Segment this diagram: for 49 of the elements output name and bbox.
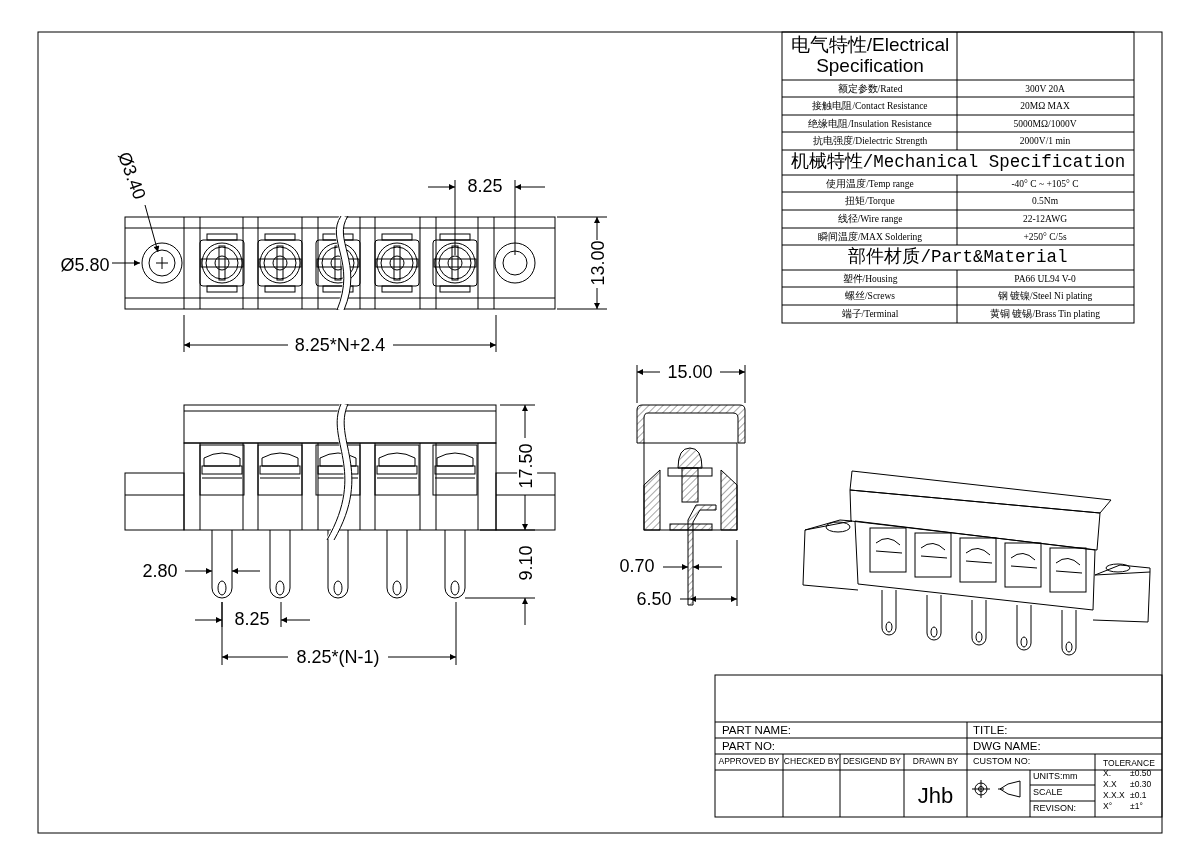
spec-value: 300V 20A — [1025, 83, 1065, 95]
title-block-label: SCALE — [1033, 788, 1063, 798]
spec-value: 0.5Nm — [1031, 195, 1059, 207]
spec-label: 扭矩/Torque — [845, 195, 895, 207]
title-block-label: PART NAME: — [722, 723, 792, 737]
spec-value: 2000V/1 min — [1019, 135, 1071, 147]
title-block-label: DESIGEND BY — [842, 757, 902, 767]
tolerance-label: X.X — [1103, 780, 1117, 790]
section-heading: 电气特性/Electrical Specification — [789, 35, 951, 77]
spec-label: 绝缘电阻/Insulation Resistance — [808, 118, 932, 130]
section-heading: 机械特性/Mechanical Specification — [790, 153, 1126, 173]
title-block-label: UNITS:mm — [1033, 772, 1078, 782]
drafter-initials: Jhb — [917, 783, 954, 809]
spec-value: +250° C/5s — [1023, 231, 1067, 243]
title-block-label: DRAWN BY — [912, 757, 959, 767]
spec-label: 塑件/Housing — [842, 273, 898, 285]
section-heading: 部件材质/Part&Material — [848, 248, 1068, 268]
spec-label: 额定参数/Rated — [837, 83, 903, 95]
spec-label: 抗电强度/Dielectric Strength — [812, 135, 928, 147]
dimension-label: 17.50 — [517, 443, 537, 489]
tolerance-label: X° — [1103, 802, 1113, 812]
title-block-label: CHECKED BY — [783, 757, 840, 767]
spec-value: 钢 镀镍/Steel Ni plating — [997, 290, 1093, 302]
title-block-label: CUSTOM NO: — [973, 757, 1031, 767]
title-block-label: TITLE: — [973, 723, 1008, 737]
title-block-label: APPROVED BY — [718, 757, 780, 767]
title-block-label: DWG NAME: — [973, 739, 1041, 753]
spec-label: 端子/Terminal — [841, 308, 899, 320]
spec-value: 22-12AWG — [1022, 213, 1068, 225]
tolerance-label: ±0.30 — [1130, 780, 1152, 790]
tolerance-label: X. — [1103, 769, 1112, 779]
spec-label: 接触电阻/Contact Resistance — [812, 100, 928, 112]
spec-label: 瞬间温度/MAX Soldering — [817, 231, 923, 243]
spec-label: 螺丝/Screws — [844, 290, 896, 302]
title-block-label: REVISON: — [1033, 804, 1076, 814]
tolerance-label: ±0.50 — [1130, 769, 1152, 779]
tolerance-label: ±0.1 — [1130, 791, 1147, 801]
spec-label: 使用温度/Temp range — [826, 178, 914, 190]
spec-value: 黄铜 镀锡/Brass Tin plating — [990, 308, 1100, 320]
spec-value: PA66 UL94 V-0 — [1014, 273, 1076, 285]
spec-value: 5000MΩ/1000V — [1013, 118, 1077, 130]
spec-value: -40° C ~ +105° C — [1011, 178, 1079, 190]
tolerance-label: ±1° — [1130, 802, 1143, 812]
title-block-label: PART NO: — [722, 739, 776, 753]
tolerance-label: X.X.X — [1103, 791, 1125, 801]
spec-value: 20MΩ MAX — [1020, 100, 1070, 112]
spec-label: 线径/Wire range — [837, 213, 903, 225]
tolerance-label: TOLERANCE — [1103, 759, 1155, 769]
dimension-label: 8.25*(N-1) — [296, 648, 380, 668]
